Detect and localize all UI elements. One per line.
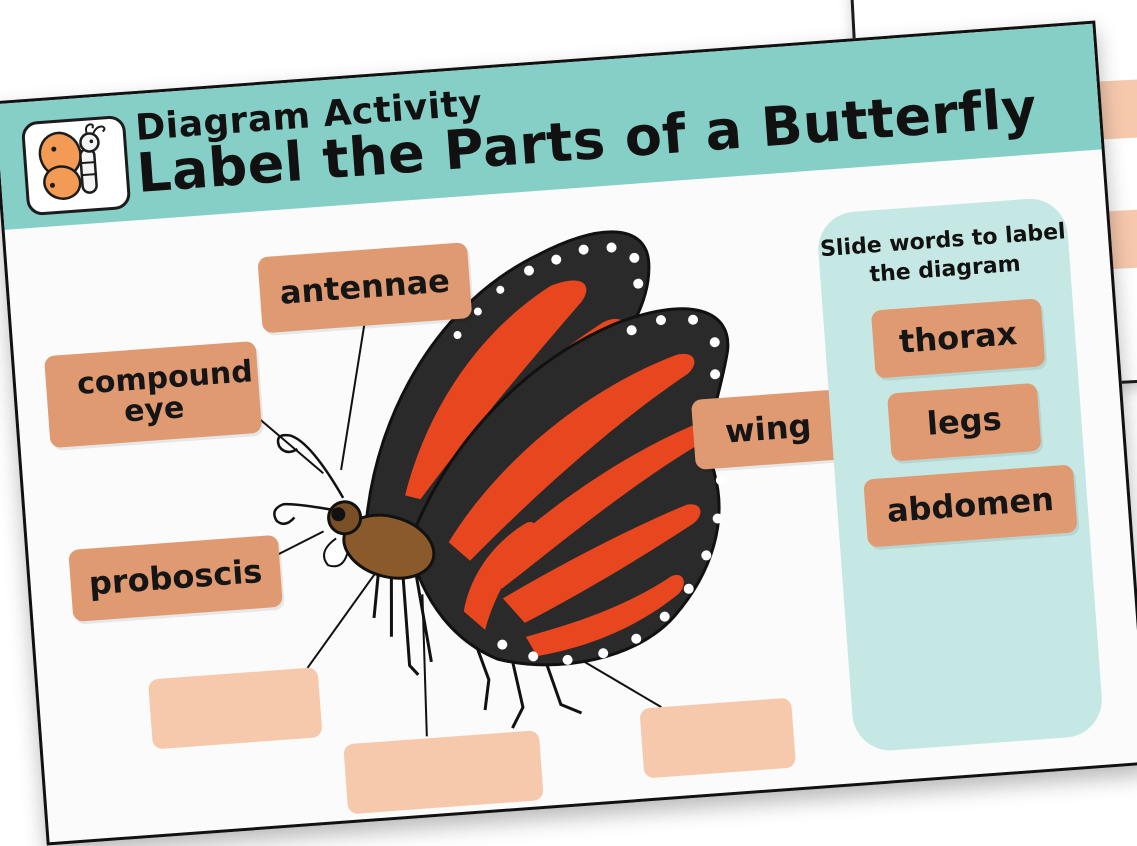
label-text: thorax <box>898 317 1018 359</box>
label-compound-eye[interactable]: compound eye <box>44 341 262 448</box>
label-text: abdomen <box>886 483 1055 529</box>
word-bank-title: Slide words to label the diagram <box>817 218 1071 293</box>
empty-label-slot[interactable] <box>148 667 323 749</box>
word-bank-item-abdomen[interactable]: abdomen <box>863 464 1077 547</box>
empty-label-slot[interactable] <box>639 698 796 779</box>
label-wing[interactable]: wing <box>691 389 846 470</box>
label-text: compound eye <box>76 358 230 432</box>
label-proboscis[interactable]: proboscis <box>68 535 283 622</box>
word-bank-item-thorax[interactable]: thorax <box>871 298 1046 378</box>
empty-label-slot[interactable] <box>343 730 544 814</box>
word-bank-panel: Slide words to label the diagram thorax … <box>816 196 1105 753</box>
activity-slide: Diagram Activity Label the Parts of a Bu… <box>0 21 1137 846</box>
label-text: wing <box>724 410 812 450</box>
label-text: proboscis <box>88 555 264 601</box>
label-antennae[interactable]: antennae <box>257 242 472 333</box>
word-bank-item-legs[interactable]: legs <box>887 383 1042 462</box>
label-text: legs <box>926 403 1003 442</box>
label-text: antennae <box>279 265 451 311</box>
